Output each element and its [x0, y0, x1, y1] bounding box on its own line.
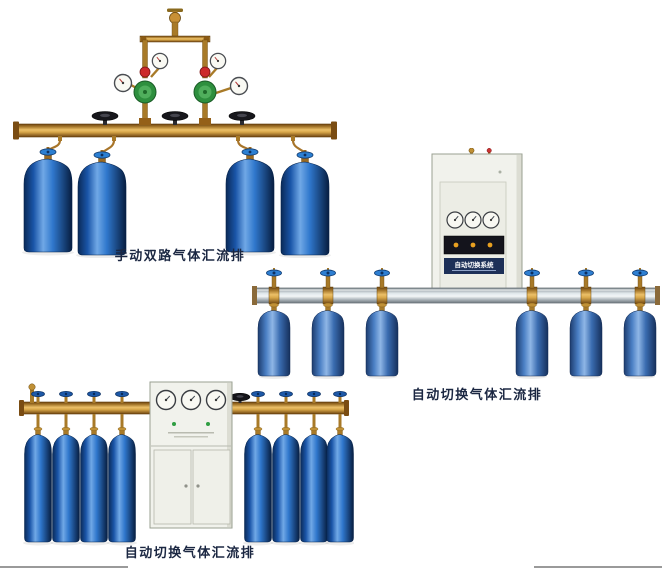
- valve-handwheel: [91, 111, 119, 126]
- valve-handwheel-blue: [115, 390, 129, 404]
- regulator-red-knob: [199, 66, 211, 78]
- indicator-light: [206, 422, 210, 426]
- caption-auto-switch-rail: 自动切换气体汇流排: [411, 387, 543, 402]
- door-handle: [184, 484, 188, 488]
- valve-handwheel-blue: [307, 390, 321, 404]
- top-manifold-assembly: [139, 8, 211, 43]
- pressure-gauge: [151, 52, 169, 70]
- gas-cylinder: [272, 426, 300, 543]
- manual-dual-manifold-illustration: [13, 8, 337, 259]
- pressure-gauge: [209, 52, 227, 70]
- regulator-body: [133, 80, 157, 104]
- pressure-regulators: [113, 39, 249, 125]
- valve-handwheel-blue: [578, 267, 594, 289]
- product-auto-switch-cabinet: [14, 372, 355, 555]
- gas-cylinder: [515, 302, 549, 377]
- valve-handwheel: [228, 111, 256, 126]
- indicator-light: [172, 422, 176, 426]
- caption-auto-switch-cabinet: 自动切换气体汇流排: [124, 545, 256, 560]
- pressure-gauge: [180, 389, 202, 411]
- gas-cylinder: [80, 426, 108, 543]
- pressure-gauge: [205, 389, 227, 411]
- gas-cylinder: [300, 426, 328, 543]
- valve-handwheel-blue: [374, 267, 390, 289]
- valve-handwheel-dark: [229, 392, 251, 403]
- valve-handwheel-blue: [632, 267, 648, 289]
- auto-switch-cabinet-illustration: [19, 381, 355, 546]
- gas-cylinder: [24, 426, 52, 543]
- gas-cylinder: [77, 149, 127, 256]
- regulator-red-knob: [139, 66, 151, 78]
- gas-cylinder: [311, 302, 345, 377]
- product-auto-switch-rail: 自动切换系统: [252, 147, 660, 385]
- gas-cylinder: [326, 426, 354, 543]
- valve-handwheel-blue: [251, 390, 265, 404]
- valve-handwheel-blue: [320, 267, 336, 289]
- gas-cylinder: [52, 426, 80, 543]
- gas-cylinder: [365, 302, 399, 377]
- indicator-light: [487, 242, 493, 248]
- gas-cylinder: [244, 426, 272, 543]
- valve-handwheel-blue: [87, 390, 101, 404]
- pressure-gauge: [155, 389, 177, 411]
- valve-handwheel-blue: [266, 267, 282, 289]
- cabinet-label: 自动切换系统: [455, 260, 495, 269]
- gas-cylinder: [623, 302, 657, 377]
- product-manual-dual-manifold: [10, 6, 340, 263]
- regulator-body: [193, 80, 217, 104]
- gas-cylinder: [108, 426, 136, 543]
- manifold-pipe: [13, 118, 337, 140]
- pressure-gauge: [229, 76, 249, 96]
- valve-handwheel-blue: [59, 390, 73, 404]
- indicator-light: [453, 242, 459, 248]
- cylinder-drops: [36, 414, 342, 430]
- pressure-gauge: [482, 211, 500, 229]
- control-cabinet: 自动切换系统: [431, 147, 523, 301]
- pressure-gauge: [113, 73, 133, 93]
- page-bottom-edge-left: [0, 566, 128, 568]
- gas-cylinder: [23, 146, 73, 253]
- indicator-light: [470, 242, 476, 248]
- auto-switch-rail-illustration: 自动切换系统: [252, 147, 660, 379]
- pressure-gauge: [464, 211, 482, 229]
- valve-handwheel-blue: [524, 267, 540, 289]
- valve-handwheel: [161, 111, 189, 126]
- page-bottom-edge-right: [534, 566, 662, 568]
- gas-cylinder: [257, 302, 291, 377]
- door-handle: [196, 484, 200, 488]
- valve-handwheel-blue: [279, 390, 293, 404]
- control-cabinet: [149, 381, 233, 529]
- caption-manual-dual-manifold: 手动双路气体汇流排: [114, 248, 246, 263]
- gas-cylinder: [569, 302, 603, 377]
- manifold-rail: [252, 286, 660, 305]
- pressure-gauge: [446, 211, 464, 229]
